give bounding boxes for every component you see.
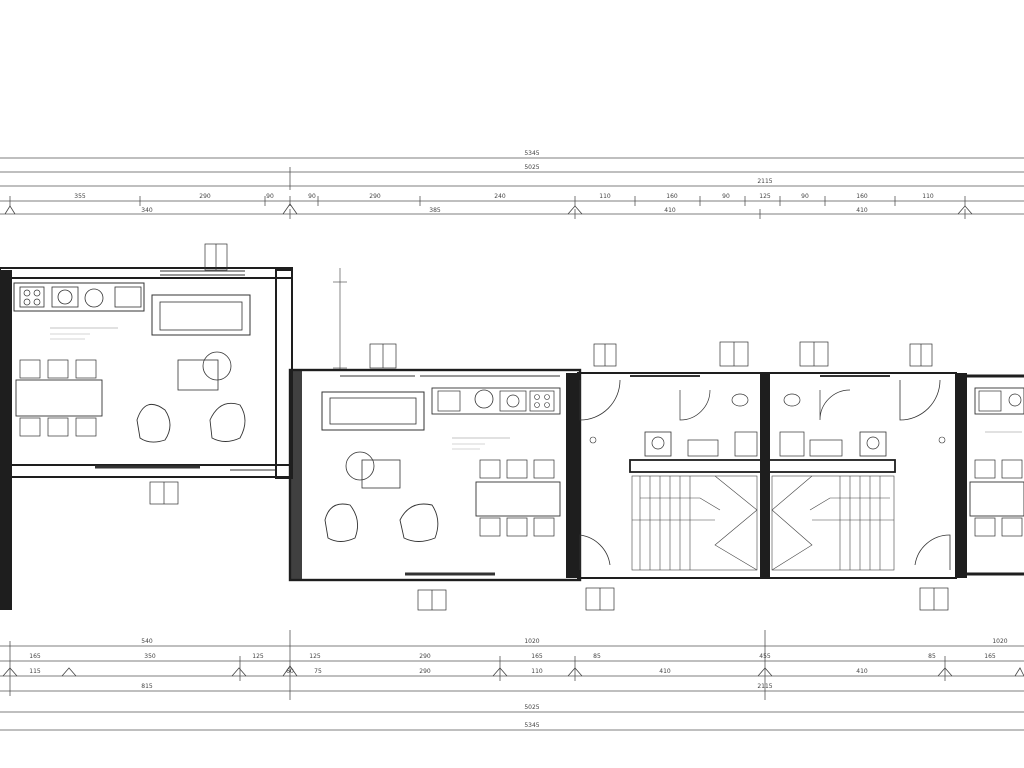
dim-top-r3-7: 160 bbox=[666, 193, 678, 200]
stair-right bbox=[771, 475, 895, 571]
middle-unit bbox=[288, 343, 582, 611]
dim-bot-r2-1: 350 bbox=[144, 653, 156, 660]
bottom-axis-markers bbox=[2, 665, 1024, 677]
dim-overall-2: 5025 bbox=[524, 164, 539, 171]
dim-top-r3-0: 355 bbox=[74, 193, 86, 200]
dim-bot-r1-2: 1020 bbox=[992, 638, 1007, 645]
dim-top-r3-10: 90 bbox=[801, 193, 809, 200]
dim-top-r3-8: 90 bbox=[722, 193, 730, 200]
dim-bot-overall-1: 5345 bbox=[524, 722, 539, 729]
dim-bot-r2-3: 125 bbox=[309, 653, 321, 660]
top-dimension-labels: 5345 5025 2115 355 290 90 90 290 240 110… bbox=[74, 150, 934, 214]
dim-bot-r3-5: 410 bbox=[659, 668, 671, 675]
dim-top-r4-2: 410 bbox=[664, 207, 676, 214]
dim-top-r3-1: 290 bbox=[199, 193, 211, 200]
dim-bot-r3-0: 115 bbox=[29, 668, 41, 675]
dim-bot-r3-3: 290 bbox=[419, 668, 431, 675]
stair-bath-core bbox=[577, 341, 957, 611]
dim-bot-r2-2: 125 bbox=[252, 653, 264, 660]
dim-top-r3-2: 90 bbox=[266, 193, 274, 200]
top-dimension-chains bbox=[0, 157, 1024, 219]
dim-bot-r4-0: 815 bbox=[141, 683, 153, 690]
dim-bot-r2-6: 85 bbox=[593, 653, 601, 660]
top-axis-markers bbox=[4, 203, 973, 215]
dim-overall-right: 2115 bbox=[757, 178, 772, 185]
dim-top-r3-4: 290 bbox=[369, 193, 381, 200]
right-unit bbox=[955, 373, 1024, 578]
dim-bot-r3-2: 75 bbox=[314, 668, 322, 675]
dim-bot-r3-6: 410 bbox=[856, 668, 868, 675]
dim-top-r3-3: 90 bbox=[308, 193, 316, 200]
dim-bot-r3-1: 60 bbox=[286, 668, 294, 675]
dim-bot-r2-8: 85 bbox=[928, 653, 936, 660]
dim-bot-r2-9: 165 bbox=[984, 653, 996, 660]
dim-bot-r2-4: 290 bbox=[419, 653, 431, 660]
dim-top-r4-3: 410 bbox=[856, 207, 868, 214]
kitchen-counter bbox=[13, 282, 145, 312]
cooktop bbox=[19, 286, 45, 308]
bottom-dimension-labels: 540 1020 1020 165 350 125 125 290 165 85… bbox=[29, 638, 1008, 729]
dim-top-r3-5: 240 bbox=[494, 193, 506, 200]
left-unit bbox=[0, 243, 293, 610]
middle-unit-outline bbox=[288, 368, 582, 582]
dim-bot-r4-1: 2115 bbox=[757, 683, 772, 690]
dim-top-r4-1: 385 bbox=[429, 207, 441, 214]
dining-table bbox=[15, 379, 103, 417]
dim-bot-r2-5: 165 bbox=[531, 653, 543, 660]
dim-top-r4-0: 340 bbox=[141, 207, 153, 214]
stair-left bbox=[631, 475, 758, 571]
dim-overall-1: 5345 bbox=[524, 150, 539, 157]
left-unit-north-wall bbox=[0, 267, 293, 279]
dim-bot-r3-4: 110 bbox=[531, 668, 543, 675]
dim-top-r3-11: 160 bbox=[856, 193, 868, 200]
bottom-dimension-chains bbox=[0, 630, 1024, 731]
dim-top-r3-6: 110 bbox=[599, 193, 611, 200]
dim-bot-r2-0: 165 bbox=[29, 653, 41, 660]
sofa bbox=[151, 294, 251, 336]
dim-bot-r2-7: 455 bbox=[759, 653, 771, 660]
vertical-dimension bbox=[333, 268, 347, 370]
left-unit-west-wall bbox=[0, 270, 12, 610]
kitchen-sink bbox=[51, 286, 79, 308]
dim-bot-r1-1: 1020 bbox=[524, 638, 539, 645]
dim-bot-r1-0: 540 bbox=[141, 638, 153, 645]
dim-bot-overall-2: 5025 bbox=[524, 704, 539, 711]
dim-top-r3-9: 125 bbox=[759, 193, 771, 200]
dim-top-r3-12: 110 bbox=[922, 193, 934, 200]
